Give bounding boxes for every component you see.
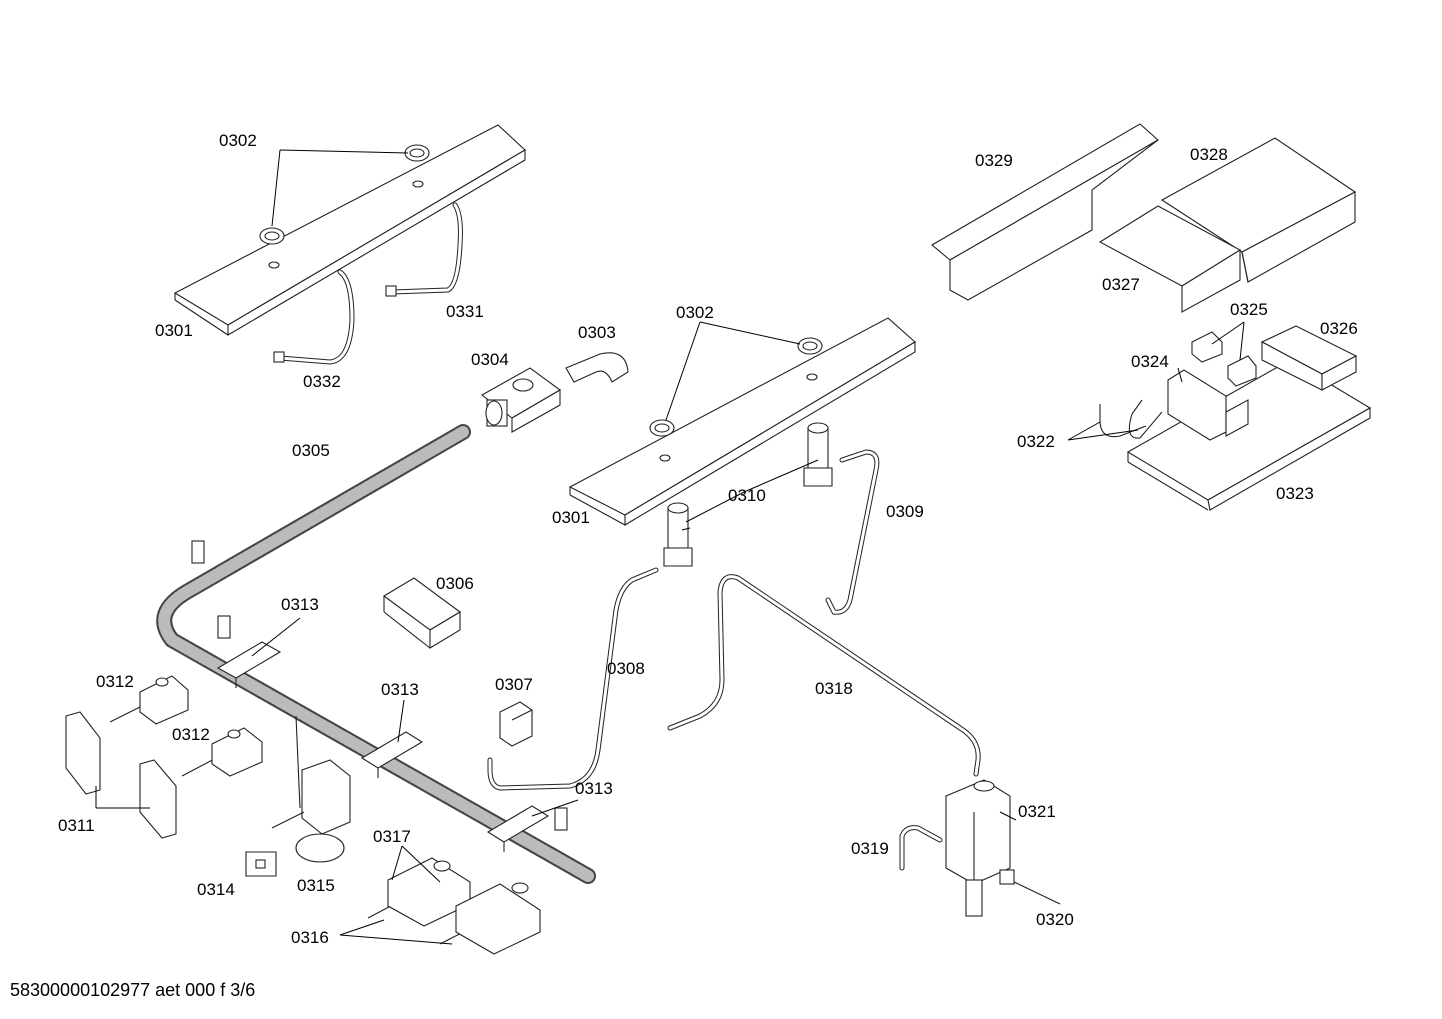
label-0312-b: 0312 [172, 725, 210, 744]
label-0304: 0304 [471, 350, 509, 369]
label-0324: 0324 [1131, 352, 1169, 371]
label-0323: 0323 [1276, 484, 1314, 503]
burner-rail-center [568, 317, 916, 526]
valve-lower [181, 727, 263, 777]
gas-pipe-0309 [825, 449, 880, 615]
mounting-plate-2 [139, 759, 177, 839]
label-0305: 0305 [292, 441, 330, 460]
electrical-base-plate [1126, 359, 1372, 511]
bracket-2 [360, 731, 424, 778]
document-reference: 58300000102977 aet 000 f 3/6 [10, 980, 256, 1000]
oven-burner-assembly [945, 779, 1011, 917]
label-0314: 0314 [197, 880, 235, 899]
label-0301-center: 0301 [552, 508, 590, 527]
bracket-0324 [1167, 369, 1249, 441]
injector-0319 [899, 825, 943, 871]
label-0301-upper: 0301 [155, 321, 193, 340]
seal-plate [245, 851, 277, 877]
label-0319: 0319 [851, 839, 889, 858]
cover-0327 [1098, 205, 1242, 313]
leader-lines [95, 149, 1245, 945]
label-0316: 0316 [291, 928, 329, 947]
label-0307: 0307 [495, 675, 533, 694]
label-0331: 0331 [446, 302, 484, 321]
gas-manifold-tube [156, 424, 596, 884]
label-0317: 0317 [373, 827, 411, 846]
switch [499, 701, 533, 747]
wires-0322 [1099, 399, 1163, 439]
label-0303: 0303 [578, 323, 616, 342]
terminal-block [383, 577, 461, 649]
injector-holder-2 [803, 422, 833, 487]
control-box-0326 [1260, 325, 1358, 391]
label-0306: 0306 [436, 574, 474, 593]
elbow-hose [565, 352, 629, 383]
label-0321: 0321 [1018, 802, 1056, 821]
label-0329: 0329 [975, 151, 1013, 170]
gas-pipe-0318 [667, 574, 981, 777]
label-0327: 0327 [1102, 275, 1140, 294]
label-0322: 0322 [1017, 432, 1055, 451]
label-0311: 0311 [58, 816, 95, 835]
thermostat [271, 715, 351, 863]
label-0325: 0325 [1230, 300, 1268, 319]
gas-pipe-0308 [487, 567, 659, 791]
label-0313-b: 0313 [381, 680, 419, 699]
label-0318: 0318 [815, 679, 853, 698]
cover-0328 [1160, 137, 1357, 283]
label-0302-upper: 0302 [219, 131, 257, 150]
burner-rail-upper-left [173, 124, 526, 365]
cover-0329 [931, 123, 1159, 301]
label-0302-center: 0302 [676, 303, 714, 322]
label-0313-a: 0313 [281, 595, 319, 614]
part-labels: 0302 0301 0331 0332 0303 0304 0302 0305 … [58, 131, 1358, 947]
valves-0325 [1191, 331, 1257, 387]
label-0328: 0328 [1190, 145, 1228, 164]
label-0332: 0332 [303, 372, 341, 391]
label-0315: 0315 [297, 876, 335, 895]
thermocouple-0320 [999, 869, 1061, 905]
valve-upper [109, 675, 189, 725]
label-0308: 0308 [607, 659, 645, 678]
label-0310: 0310 [728, 486, 766, 505]
label-0309: 0309 [886, 502, 924, 521]
pressure-regulator [481, 367, 562, 433]
label-0320: 0320 [1036, 910, 1074, 929]
label-0326: 0326 [1320, 319, 1358, 338]
injector-holder-1 [663, 502, 693, 567]
label-0312-a: 0312 [96, 672, 134, 691]
label-0313-c: 0313 [575, 779, 613, 798]
bracket-3 [486, 805, 550, 852]
mounting-plate-1 [65, 711, 101, 795]
bracket-1 [216, 641, 282, 688]
valve-pair [367, 857, 541, 955]
